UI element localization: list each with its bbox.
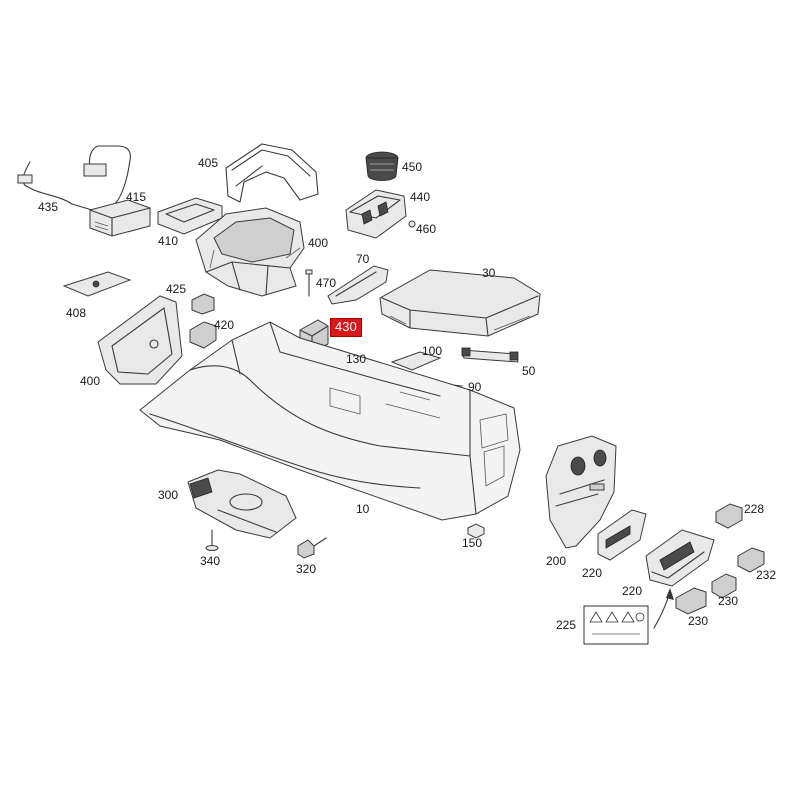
callout-228: 228	[744, 502, 765, 516]
callout-320: 320	[296, 562, 317, 576]
part-50-latch	[461, 347, 519, 363]
callout-150: 150	[462, 536, 483, 550]
callout-410: 410	[158, 234, 179, 248]
callout-300: 300	[158, 488, 179, 502]
callout-400-upper: 400	[308, 236, 329, 250]
part-450-cup	[365, 151, 399, 181]
part-435-cable	[17, 145, 131, 211]
callout-50: 50	[522, 364, 536, 378]
part-230-switch-a	[711, 573, 737, 599]
callout-470: 470	[316, 276, 337, 290]
callout-100: 100	[422, 344, 443, 358]
part-400-housing	[195, 207, 305, 297]
part-228-switch	[715, 503, 743, 529]
part-408-mat	[62, 271, 132, 297]
part-220-insert-a	[597, 509, 647, 561]
callout-460: 460	[416, 222, 437, 236]
callout-420: 420	[214, 318, 235, 332]
callout-425: 425	[166, 282, 187, 296]
part-300-insert	[187, 469, 297, 539]
callout-10: 10	[356, 502, 370, 516]
callout-130: 130	[346, 352, 367, 366]
part-340-screw	[205, 529, 219, 551]
callout-220-b: 220	[622, 584, 643, 598]
part-405-bezel	[225, 143, 319, 203]
callout-232: 232	[756, 568, 777, 582]
part-400-side-panel	[97, 295, 183, 385]
callout-70: 70	[356, 252, 370, 266]
callout-90: 90	[468, 380, 482, 394]
callout-230-a: 230	[718, 594, 739, 608]
part-420-switch	[189, 321, 217, 349]
part-70-trim	[327, 265, 389, 305]
leader-arrow-225	[653, 588, 674, 629]
callout-435: 435	[38, 200, 59, 214]
callout-415: 415	[126, 190, 147, 204]
part-415-module	[89, 199, 151, 237]
callout-30: 30	[482, 266, 496, 280]
callout-230-b: 230	[688, 614, 709, 628]
part-230-switch-b	[675, 587, 707, 615]
part-425-switch	[191, 293, 215, 315]
part-225-label	[583, 605, 649, 645]
callout-450: 450	[402, 160, 423, 174]
callout-225: 225	[556, 618, 577, 632]
part-200-rear-panel	[545, 435, 617, 549]
callout-405: 405	[198, 156, 219, 170]
callout-430-highlighted: 430	[330, 318, 362, 337]
part-320-connector	[297, 537, 327, 559]
part-440-cupholder	[345, 189, 416, 239]
part-470-screw	[305, 269, 313, 297]
part-232-switch	[737, 547, 765, 573]
callout-220-a: 220	[582, 566, 603, 580]
part-30-lid	[379, 269, 541, 337]
part-220-insert-b	[645, 529, 715, 587]
part-100-pad	[390, 351, 442, 371]
callout-440: 440	[410, 190, 431, 204]
callout-200: 200	[546, 554, 567, 568]
callout-400-side: 400	[80, 374, 101, 388]
callout-340: 340	[200, 554, 221, 568]
part-10-console	[139, 321, 521, 521]
part-150-nut	[467, 523, 485, 539]
callout-408: 408	[66, 306, 87, 320]
